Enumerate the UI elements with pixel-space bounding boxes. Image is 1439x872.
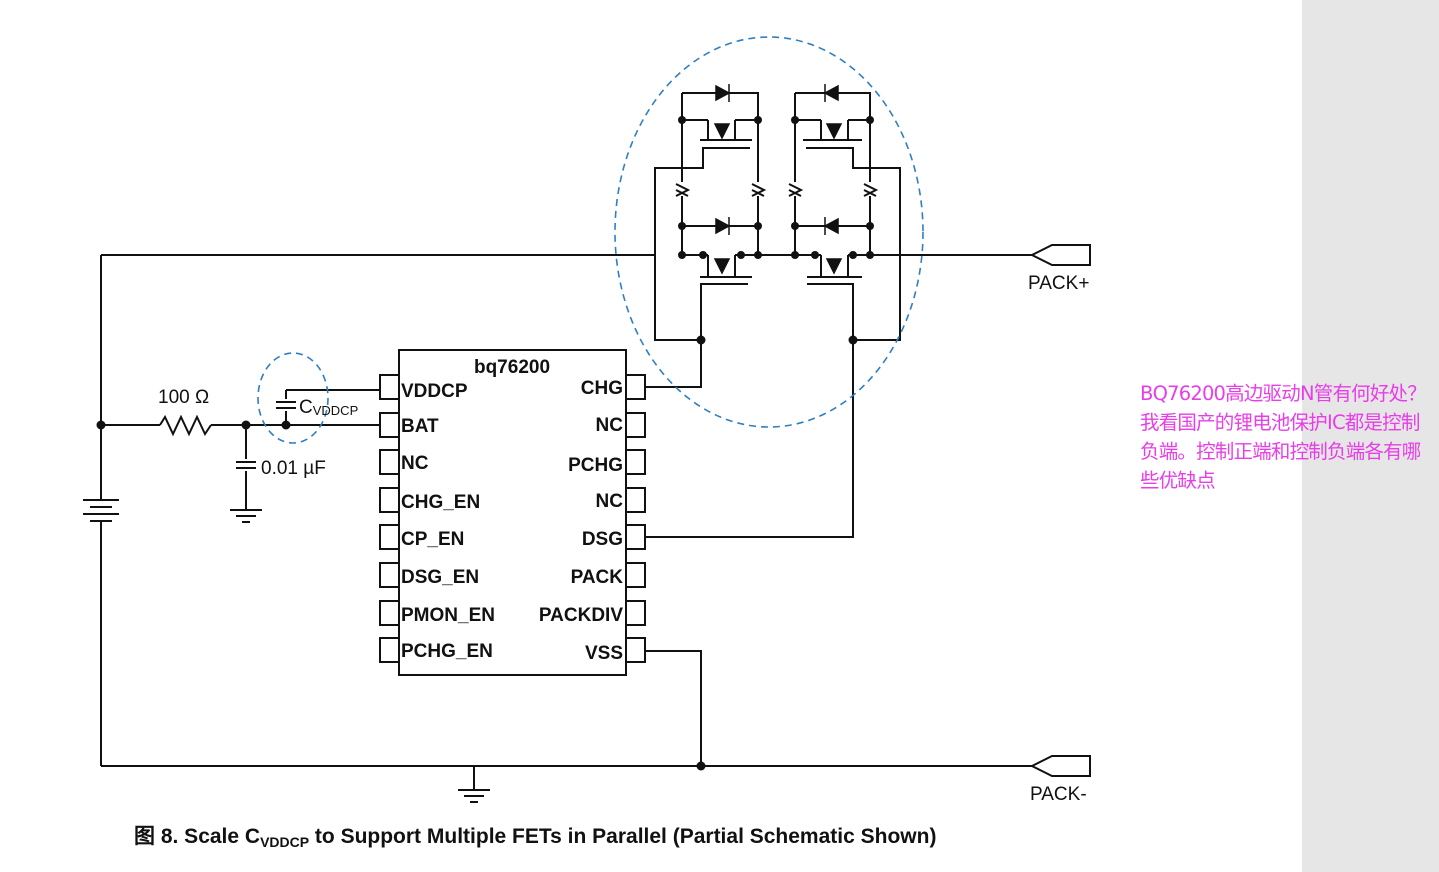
pin-left-3: NC bbox=[401, 453, 429, 474]
pin-right-7: PACKDIV bbox=[539, 605, 623, 626]
dsg-wire bbox=[645, 340, 854, 538]
pin-right-8: VSS bbox=[585, 643, 623, 664]
pin-right-5: DSG bbox=[582, 529, 623, 550]
cvddcp-label: CVDDCP bbox=[299, 397, 358, 418]
chg-wire bbox=[645, 340, 702, 388]
vss-wire bbox=[645, 650, 702, 766]
pin-right-2: NC bbox=[596, 415, 624, 436]
chg-gate-bus bbox=[654, 147, 750, 341]
dsg-gate-bus bbox=[806, 147, 901, 341]
chip-name: bq76200 bbox=[474, 357, 550, 378]
pin-right-1: CHG bbox=[581, 378, 623, 399]
pin-right-4: NC bbox=[596, 491, 624, 512]
pack-minus-connector bbox=[1029, 755, 1091, 777]
ground-symbol-bottom bbox=[458, 766, 490, 803]
pin-left-1: VDDCP bbox=[401, 381, 468, 402]
pin-left-8: PCHG_EN bbox=[401, 641, 493, 662]
figure-caption: 图 8. Scale CVDDCP to Support Multiple FE… bbox=[134, 825, 937, 850]
capacitor-cvddcp bbox=[276, 389, 380, 425]
pin-left-6: DSG_EN bbox=[401, 567, 479, 588]
schematic-diagram: bq76200 VDDCP BAT NC CHG_EN CP_EN DSG_EN… bbox=[83, 36, 1091, 805]
capacitor-001uf bbox=[236, 425, 256, 510]
pin-left-5: CP_EN bbox=[401, 529, 464, 550]
ground-symbol-left bbox=[230, 509, 262, 523]
capacitor-label: 0.01 µF bbox=[261, 458, 326, 479]
pack-plus-label: PACK+ bbox=[1028, 273, 1089, 294]
resistor-label: 100 Ω bbox=[158, 387, 209, 408]
cvddcp-highlight bbox=[257, 352, 329, 444]
pack-plus-connector bbox=[1029, 244, 1091, 266]
pin-right-6: PACK bbox=[571, 567, 624, 588]
fet-array-highlight bbox=[614, 36, 924, 428]
document-page: bq76200 VDDCP BAT NC CHG_EN CP_EN DSG_EN… bbox=[83, 36, 1091, 850]
pin-right-3: PCHG bbox=[568, 455, 623, 476]
battery-symbol bbox=[83, 497, 119, 530]
pin-left-4: CHG_EN bbox=[401, 492, 480, 513]
resistor-100-ohm bbox=[159, 414, 212, 437]
pin-left-2: BAT bbox=[401, 416, 439, 437]
pin-left-7: PMON_EN bbox=[401, 605, 495, 626]
question-comment: BQ76200高边驱动N管有何好处？我看国产的锂电池保护IC都是控制负端。控制正… bbox=[1140, 382, 1427, 492]
pack-minus-label: PACK- bbox=[1030, 784, 1087, 805]
side-panel bbox=[1302, 0, 1439, 872]
